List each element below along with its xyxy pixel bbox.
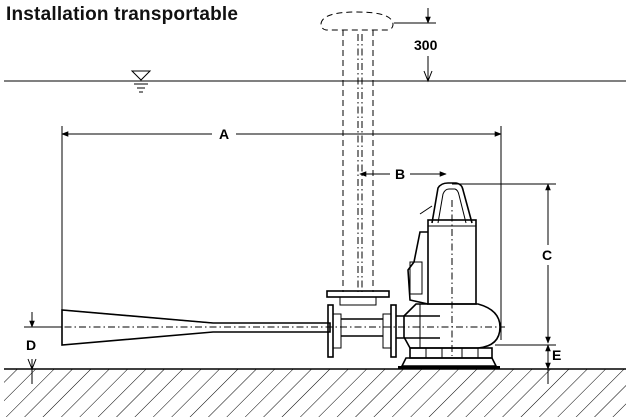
dimension-300: 300	[394, 8, 438, 83]
diagram-title: Installation transportable	[6, 4, 239, 25]
dimension-e: E	[495, 344, 561, 384]
dim-b-label: B	[395, 166, 405, 182]
dimension-b: B	[359, 166, 447, 182]
outlet-pipe	[50, 304, 505, 358]
water-level-icon	[130, 70, 152, 81]
dim-c-label: C	[542, 247, 552, 263]
ground-floor	[4, 368, 626, 417]
water-surface	[4, 70, 626, 93]
dim-d-label: D	[26, 337, 36, 353]
dim-300-label: 300	[414, 37, 438, 53]
pipe-bracket	[326, 290, 390, 306]
dim-a-label: A	[219, 126, 229, 142]
submersible-pump	[398, 182, 501, 369]
dimension-c: C	[452, 183, 556, 344]
vertical-pipe	[320, 11, 394, 292]
pipe-cap	[320, 11, 394, 31]
dim-e-label: E	[552, 347, 561, 363]
dimension-a: A	[61, 126, 502, 340]
